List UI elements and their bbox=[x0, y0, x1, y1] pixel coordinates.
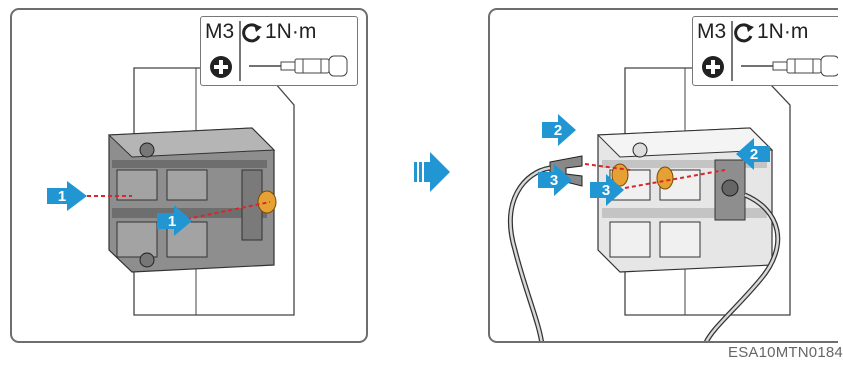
svg-text:1: 1 bbox=[168, 213, 176, 230]
step-panel-insert-terminal: 1 1 M3 1N·m bbox=[10, 8, 368, 343]
terminal-screw-orange bbox=[258, 191, 276, 213]
screwdriver-icon bbox=[247, 51, 351, 81]
step-panel-connect-cable: 2 3 3 2 M3 1N·m bbox=[488, 8, 838, 343]
screw-size-label: M3 bbox=[697, 20, 726, 44]
phillips-head-icon bbox=[209, 55, 233, 79]
screw-size-label: M3 bbox=[205, 20, 234, 44]
right-arrow-icon bbox=[414, 152, 450, 192]
svg-text:1: 1 bbox=[58, 188, 66, 205]
svg-text:3: 3 bbox=[550, 172, 558, 189]
terminal-block bbox=[109, 128, 274, 272]
terminal-screw-orange bbox=[657, 167, 673, 189]
phillips-head-icon bbox=[701, 55, 725, 79]
rotation-arrow-icon bbox=[733, 22, 755, 44]
rotation-arrow-icon bbox=[241, 22, 263, 44]
torque-label: 1N·m bbox=[757, 20, 808, 44]
step-arrow-1a: 1 bbox=[47, 181, 87, 211]
svg-text:3: 3 bbox=[602, 182, 610, 199]
svg-text:2: 2 bbox=[750, 146, 758, 163]
torque-spec-box: M3 1N·m bbox=[692, 16, 838, 86]
screwdriver-icon bbox=[739, 51, 838, 81]
document-code: ESA10MTN0184 bbox=[728, 344, 843, 361]
svg-text:2: 2 bbox=[554, 122, 562, 139]
torque-label: 1N·m bbox=[265, 20, 316, 44]
step-arrow-2a: 2 bbox=[542, 114, 576, 146]
torque-spec-box: M3 1N·m bbox=[200, 16, 358, 86]
